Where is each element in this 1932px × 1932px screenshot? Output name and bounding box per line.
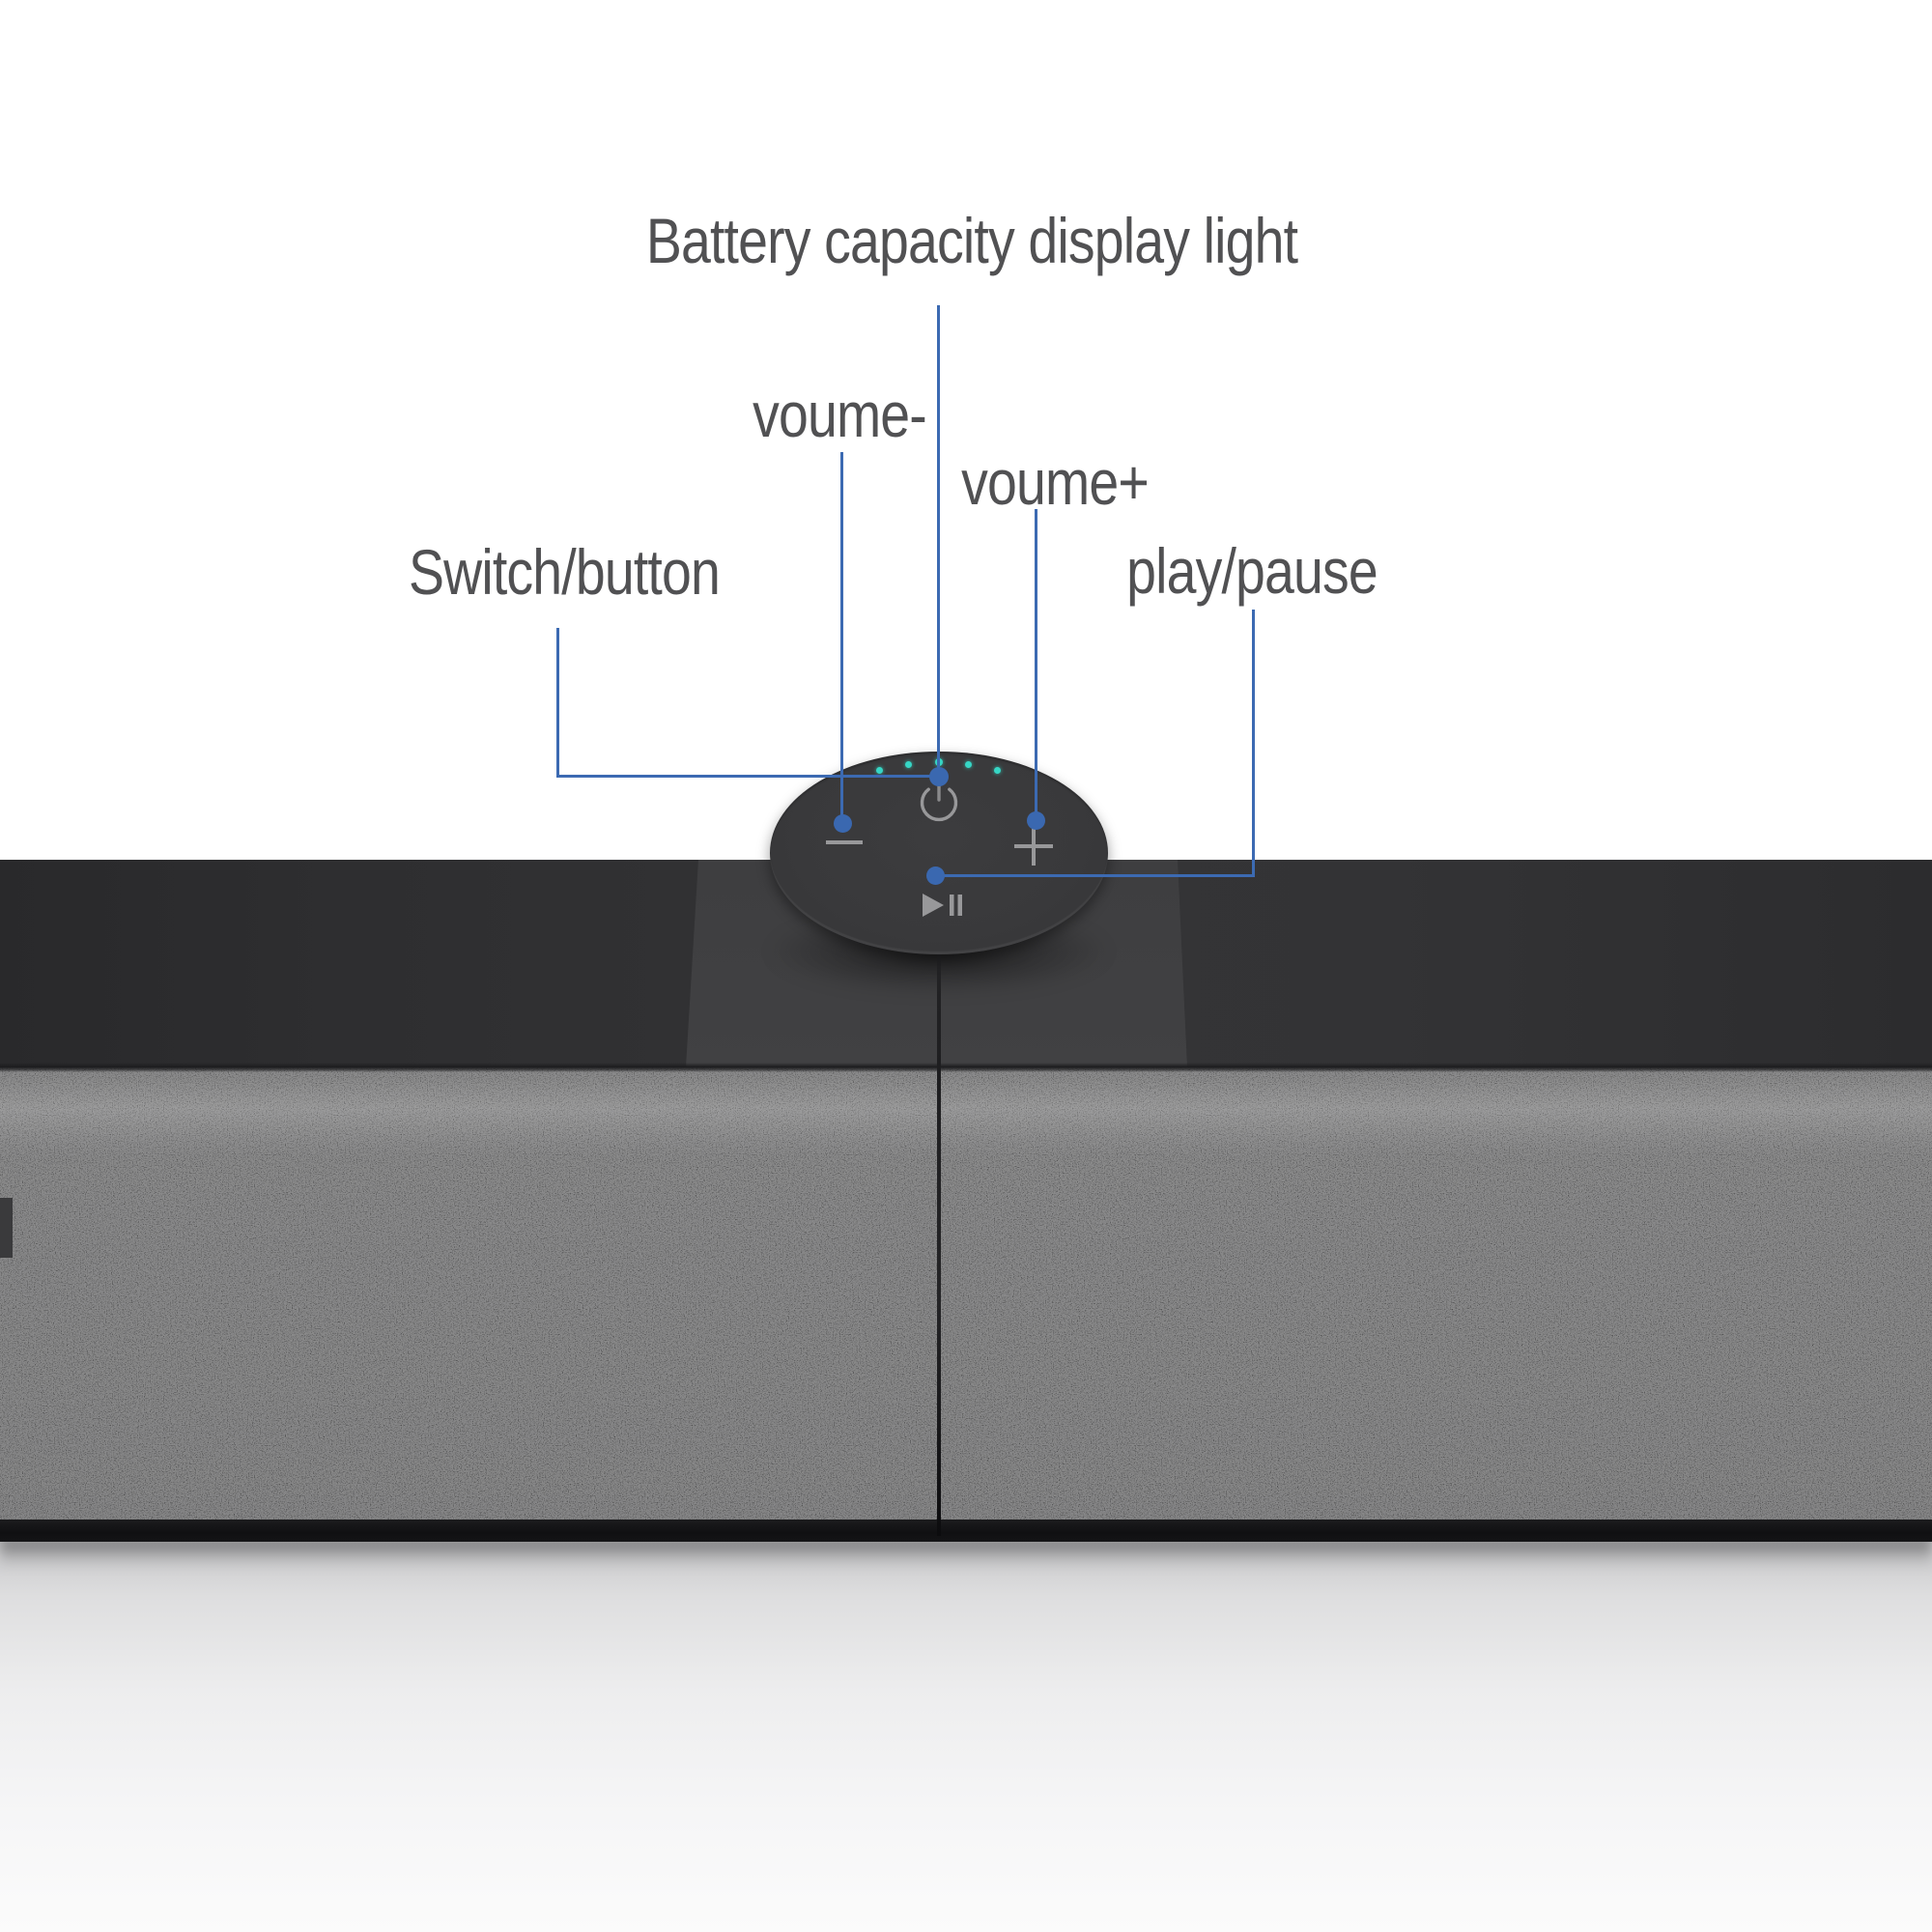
volume-down-icon[interactable] bbox=[826, 840, 863, 844]
play-pause-icon[interactable] bbox=[918, 889, 968, 922]
battery-led bbox=[905, 761, 912, 768]
switch-callout-dot bbox=[929, 767, 949, 786]
soundbar-bottom-edge bbox=[0, 1520, 1932, 1542]
volume-down-callout-dot bbox=[834, 814, 852, 833]
volume-up-callout-line bbox=[1035, 509, 1037, 818]
battery-led bbox=[965, 761, 972, 768]
fabric-texture bbox=[0, 1067, 1932, 1520]
floor-surface bbox=[0, 1542, 1932, 1932]
play-pause-callout-dot bbox=[926, 867, 945, 885]
battery-led bbox=[994, 767, 1001, 774]
volume-up-icon[interactable] bbox=[1032, 827, 1036, 866]
battery-led bbox=[876, 767, 883, 774]
play-pause-callout-line-horizontal bbox=[942, 874, 1255, 877]
battery-label: Battery capacity display light bbox=[645, 205, 1298, 276]
power-icon[interactable] bbox=[918, 781, 960, 825]
switch-callout-line-vertical bbox=[556, 628, 559, 778]
volume-down-callout-line bbox=[840, 452, 843, 824]
switch-callout-line-horizontal bbox=[556, 775, 933, 778]
volume-down-label: voume- bbox=[753, 379, 927, 450]
volume-up-label: voume+ bbox=[961, 446, 1150, 518]
center-seam bbox=[937, 954, 941, 1536]
left-edge-notch bbox=[0, 1198, 13, 1258]
volume-up-callout-dot bbox=[1027, 811, 1045, 830]
switch-label: Switch/button bbox=[409, 536, 721, 608]
battery-callout-line bbox=[937, 305, 940, 773]
soundbar-floor-shadow bbox=[0, 1539, 1932, 1568]
panel-fabric-shadow-line bbox=[0, 1063, 1932, 1072]
play-pause-label: play/pause bbox=[1126, 535, 1378, 607]
fabric-weave-highlight bbox=[0, 1078, 1932, 1155]
play-pause-callout-line-vertical bbox=[1252, 610, 1255, 877]
